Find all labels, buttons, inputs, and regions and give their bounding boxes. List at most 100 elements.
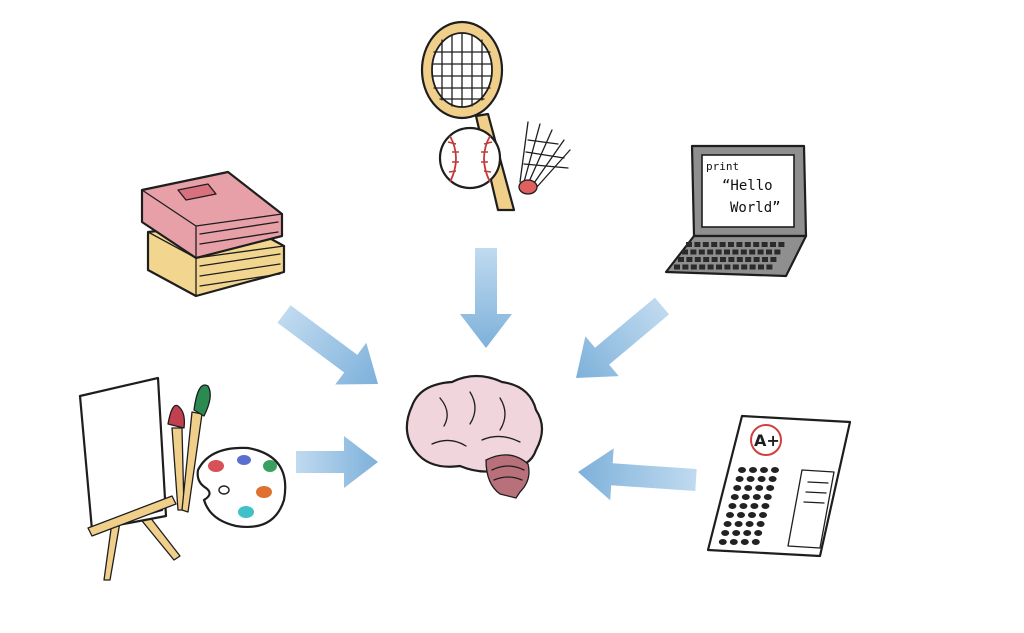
keyboard-key <box>724 249 730 255</box>
keyboard-key <box>715 249 722 255</box>
answer-bubble <box>739 503 748 509</box>
keyboard-key <box>757 249 764 255</box>
answer-bubble <box>761 503 770 509</box>
keyboard-key <box>711 242 718 247</box>
keyboard-key <box>699 264 706 270</box>
answer-bubble <box>771 467 779 473</box>
answer-bubble <box>718 539 727 545</box>
keyboard-key <box>724 264 731 270</box>
books-icon <box>140 170 286 298</box>
arrows-group <box>277 248 697 501</box>
keyboard-key <box>686 242 692 247</box>
keyboard-key <box>720 257 726 262</box>
answer-bubble <box>726 512 734 518</box>
arrow-from-art <box>296 436 378 488</box>
answer-bubble <box>766 485 775 491</box>
keyboard-key <box>778 242 785 247</box>
answer-bubble <box>733 485 742 491</box>
brain-icon <box>405 374 544 499</box>
keyboard-key <box>766 264 773 270</box>
keyboard-key <box>762 257 768 262</box>
answer-bubble <box>746 476 755 482</box>
keyboard-key <box>761 242 768 247</box>
keyboard-key <box>716 264 722 270</box>
keyboard-key <box>728 242 734 247</box>
answer-bubble <box>735 476 744 482</box>
answer-bubble <box>757 476 766 482</box>
answer-bubble <box>756 521 765 527</box>
answer-bubble <box>750 503 759 509</box>
keyboard-key <box>682 249 688 255</box>
keyboard-key <box>690 264 697 270</box>
laptop-screen-line1: print <box>706 160 739 173</box>
arrow-from-books <box>277 305 378 385</box>
answer-bubble <box>754 530 763 536</box>
keyboard-key <box>703 257 710 262</box>
answer-bubble <box>755 485 764 491</box>
keyboard-key <box>674 264 680 270</box>
answer-bubble <box>749 467 757 473</box>
answer-bubble <box>737 512 745 518</box>
keyboard-key <box>740 249 747 255</box>
answer-bubble <box>763 494 772 500</box>
paintbrush-icon <box>181 384 211 513</box>
keyboard-key <box>753 257 760 262</box>
keyboard-key <box>741 264 748 270</box>
answer-bubble <box>734 521 743 527</box>
keyboard-key <box>774 249 781 255</box>
keyboard-key <box>766 249 772 255</box>
answer-bubble <box>759 512 767 518</box>
answer-bubble <box>760 467 768 473</box>
arrow-from-laptop <box>576 297 670 378</box>
palette-icon <box>196 446 287 528</box>
answer-bubble <box>728 503 737 509</box>
laptop-icon: print “Hello World” <box>664 144 808 278</box>
keyboard-key <box>753 242 760 247</box>
answer-bubble <box>748 512 756 518</box>
easel-icon <box>78 376 181 581</box>
answer-bubble <box>740 539 749 545</box>
keyboard-key <box>682 264 689 270</box>
answer-bubble <box>730 494 739 500</box>
answer-bubble <box>732 530 741 536</box>
answer-bubble <box>738 467 746 473</box>
keyboard-key <box>686 257 693 262</box>
paintbrush-icon <box>167 404 186 511</box>
keyboard-key <box>678 257 684 262</box>
keyboard-key <box>736 242 743 247</box>
answer-bubble <box>729 539 738 545</box>
keyboard-key <box>702 242 709 247</box>
answer-bubble <box>743 530 752 536</box>
grade-label: A+ <box>754 431 780 450</box>
keyboard-key <box>694 242 701 247</box>
keyboard-key <box>694 257 701 262</box>
answer-bubble <box>741 494 750 500</box>
keyboard-key <box>690 249 697 255</box>
answer-bubbles <box>718 467 779 545</box>
answer-bubble <box>745 521 754 527</box>
arrow-from-test <box>578 448 697 501</box>
keyboard-key <box>758 264 764 270</box>
keyboard-key <box>770 242 776 247</box>
keyboard-key <box>711 257 718 262</box>
keyboard-key <box>745 257 752 262</box>
keyboard-key <box>732 264 739 270</box>
keyboard-key <box>736 257 743 262</box>
test-sheet-icon: A+ <box>706 414 852 558</box>
keyboard-key <box>744 242 751 247</box>
keyboard-key <box>749 264 756 270</box>
keyboard-key <box>707 264 714 270</box>
laptop-screen-line2: “Hello <box>722 178 773 194</box>
answer-bubble <box>721 530 730 536</box>
answer-bubble <box>752 494 761 500</box>
keyboard-key <box>732 249 739 255</box>
laptop-screen-line3: World” <box>730 200 781 216</box>
shuttlecock-icon <box>518 121 571 195</box>
keyboard-key <box>698 249 705 255</box>
arrow-from-sports <box>460 248 512 348</box>
answer-bubble <box>723 521 732 527</box>
keyboard-key <box>770 257 777 262</box>
answer-bubble <box>751 539 760 545</box>
keyboard-key <box>728 257 735 262</box>
